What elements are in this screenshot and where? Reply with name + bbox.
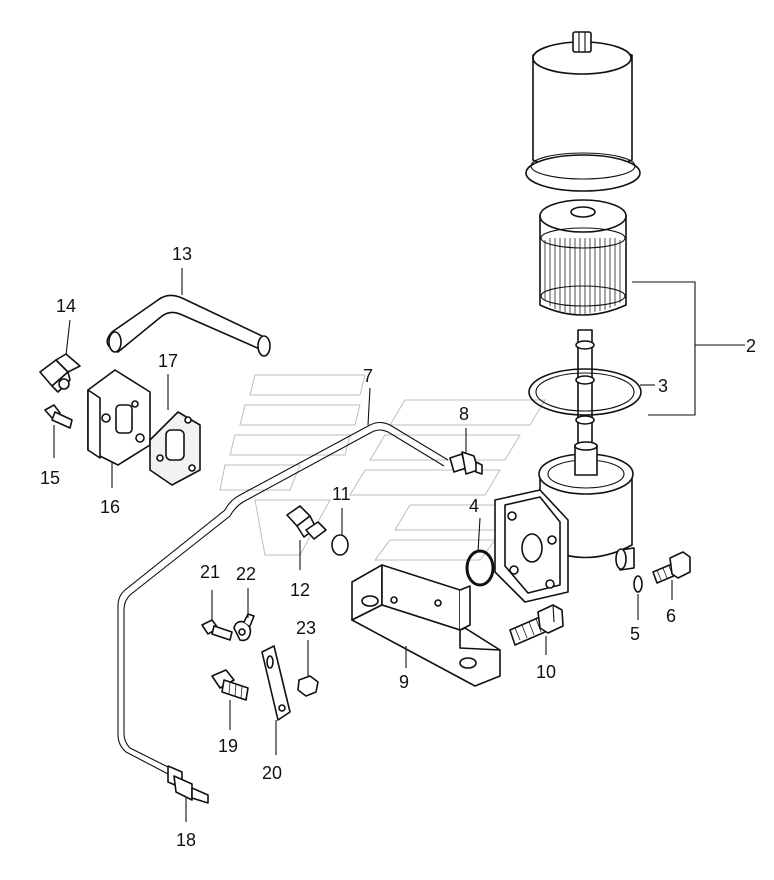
gasket <box>149 411 201 486</box>
callout-12: 12 <box>290 580 310 600</box>
callout-22: 22 <box>236 564 256 584</box>
washer <box>633 575 643 593</box>
cap-screw <box>201 619 233 641</box>
hex-bolt <box>211 669 249 701</box>
callout-9: 9 <box>399 672 409 692</box>
callout-17: 17 <box>158 351 178 371</box>
callout-18: 18 <box>176 830 196 850</box>
callout-2: 2 <box>746 336 756 356</box>
filter-housing-canister <box>525 31 641 192</box>
hex-nut <box>297 675 319 697</box>
callout-7: 7 <box>363 366 373 386</box>
pipe-clip <box>233 613 255 642</box>
hex-bolt <box>652 551 691 584</box>
callout-6: 6 <box>666 606 676 626</box>
callout-11: 11 <box>332 484 351 504</box>
callout-16: 16 <box>100 497 120 517</box>
callout-8: 8 <box>459 404 469 424</box>
o-ring <box>465 549 495 587</box>
cap-screw <box>44 404 73 429</box>
callout-labels: 2 3 4 5 6 7 8 9 10 11 12 13 14 15 16 17 … <box>40 244 756 850</box>
callout-23: 23 <box>296 618 316 638</box>
center-stud <box>575 329 595 446</box>
callout-19: 19 <box>218 736 238 756</box>
callout-4: 4 <box>469 496 479 516</box>
rubber-hose <box>106 294 271 357</box>
callout-10: 10 <box>536 662 556 682</box>
callout-3: 3 <box>658 376 668 396</box>
union-fitting <box>449 451 483 475</box>
bracket-strap <box>261 645 291 721</box>
elbow-fitting <box>39 353 81 393</box>
pipe-end-fitting <box>167 765 209 804</box>
union-fitting <box>286 505 327 540</box>
callout-13: 13 <box>172 244 192 264</box>
callout-21: 21 <box>200 562 220 582</box>
filter-head-body <box>494 441 635 603</box>
callout-15: 15 <box>40 468 60 488</box>
callout-20: 20 <box>262 763 282 783</box>
mounting-bracket <box>351 564 501 687</box>
filter-element <box>539 199 627 316</box>
sealing-ring <box>528 368 642 416</box>
oil-pipe <box>117 421 449 776</box>
hex-bolt <box>509 604 564 646</box>
adapter-plate <box>87 369 151 466</box>
sealing-washer <box>331 534 349 556</box>
callout-14: 14 <box>56 296 76 316</box>
callout-5: 5 <box>630 624 640 644</box>
leader-lines <box>53 268 745 822</box>
